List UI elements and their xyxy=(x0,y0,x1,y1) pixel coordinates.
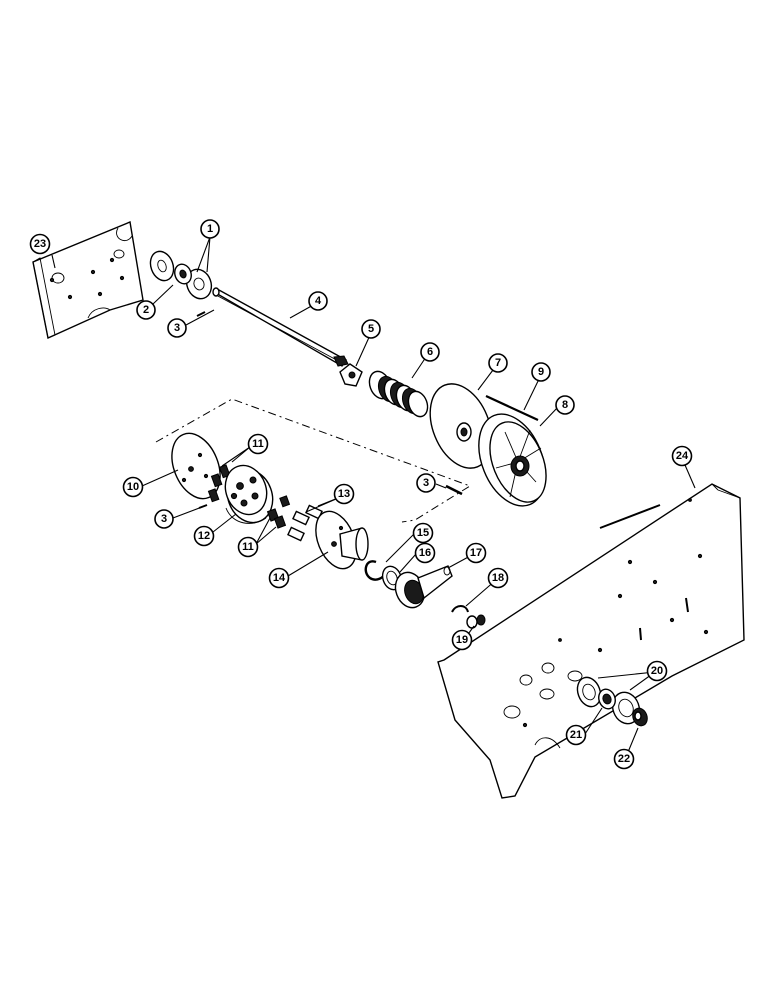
svg-text:2: 2 xyxy=(143,304,149,316)
part-13-pins xyxy=(287,504,323,542)
svg-text:6: 6 xyxy=(427,346,433,358)
svg-text:3: 3 xyxy=(423,477,429,489)
svg-text:13: 13 xyxy=(338,488,350,500)
part-12-hub xyxy=(224,464,274,524)
svg-text:15: 15 xyxy=(417,527,429,539)
callout-2: 2 xyxy=(136,300,156,320)
callout-12: 12 xyxy=(193,525,215,547)
part-23-left-plate xyxy=(32,221,144,340)
part-10-disc xyxy=(171,432,221,500)
part-6-spring xyxy=(368,370,429,418)
part-3-pin-a xyxy=(196,311,206,317)
svg-text:24: 24 xyxy=(676,450,689,462)
svg-text:17: 17 xyxy=(470,547,482,559)
svg-text:12: 12 xyxy=(198,530,210,542)
part-3-pin-b xyxy=(445,484,463,496)
callout-4: 4 xyxy=(308,291,328,311)
svg-text:14: 14 xyxy=(273,572,286,584)
callout-3-b: 3 xyxy=(416,473,436,493)
part-24-right-plate xyxy=(437,483,745,799)
part-5-collar xyxy=(339,363,363,387)
svg-text:22: 22 xyxy=(618,753,630,765)
callout-21: 21 xyxy=(565,724,587,746)
part-2-bearing xyxy=(174,263,192,285)
callout-3-c: 3 xyxy=(154,509,174,529)
callout-15: 15 xyxy=(412,522,434,544)
svg-text:8: 8 xyxy=(562,399,568,411)
callout-16: 16 xyxy=(414,542,436,564)
part-17-cam-arm xyxy=(394,565,453,609)
part-11-springs-a xyxy=(207,464,231,503)
part-11-springs-b xyxy=(266,495,291,529)
callout-20: 20 xyxy=(646,660,668,682)
part-4-shaft xyxy=(212,287,349,367)
callout-9: 9 xyxy=(531,362,551,382)
part-1-washers xyxy=(149,250,213,300)
callout-18: 18 xyxy=(487,567,509,589)
part-19-washers xyxy=(466,614,486,629)
svg-text:5: 5 xyxy=(368,323,374,335)
svg-text:11: 11 xyxy=(242,541,254,553)
svg-text:7: 7 xyxy=(495,357,501,369)
svg-text:21: 21 xyxy=(570,729,582,741)
callout-5: 5 xyxy=(361,319,381,339)
svg-text:3: 3 xyxy=(174,322,180,334)
part-21-bearing xyxy=(598,688,616,710)
svg-text:20: 20 xyxy=(651,665,663,677)
callout-6: 6 xyxy=(420,342,440,362)
part-8-sheave xyxy=(478,413,547,507)
callout-11-a: 11 xyxy=(247,433,269,455)
callout-24: 24 xyxy=(671,445,693,467)
svg-text:10: 10 xyxy=(127,481,139,493)
part-9-key xyxy=(485,395,539,421)
svg-text:1: 1 xyxy=(207,223,213,235)
callout-1: 1 xyxy=(200,219,220,239)
callout-3-a: 3 xyxy=(167,318,187,338)
svg-text:11: 11 xyxy=(252,438,264,450)
svg-text:23: 23 xyxy=(34,238,46,250)
callout-11-b: 11 xyxy=(237,536,259,558)
svg-text:16: 16 xyxy=(419,547,431,559)
callout-13: 13 xyxy=(333,483,355,505)
svg-text:9: 9 xyxy=(538,366,544,378)
svg-text:18: 18 xyxy=(492,572,504,584)
callout-19: 19 xyxy=(451,629,473,651)
part-7-disc xyxy=(429,383,493,469)
callout-22: 22 xyxy=(613,748,635,770)
callout-23: 23 xyxy=(29,233,51,255)
part-18-clip xyxy=(451,605,469,613)
part-20-bearing-washers xyxy=(576,676,641,725)
svg-text:19: 19 xyxy=(456,634,468,646)
part-14-flanged-hub xyxy=(315,510,369,570)
callout-14: 14 xyxy=(268,567,290,589)
svg-text:3: 3 xyxy=(161,513,167,525)
svg-text:4: 4 xyxy=(315,295,322,307)
callout-8: 8 xyxy=(555,395,575,415)
callout-7: 7 xyxy=(488,353,508,373)
subassembly-boundary xyxy=(155,398,472,523)
callout-17: 17 xyxy=(465,542,487,564)
part-22-nut xyxy=(632,707,648,727)
callout-10: 10 xyxy=(122,476,144,498)
